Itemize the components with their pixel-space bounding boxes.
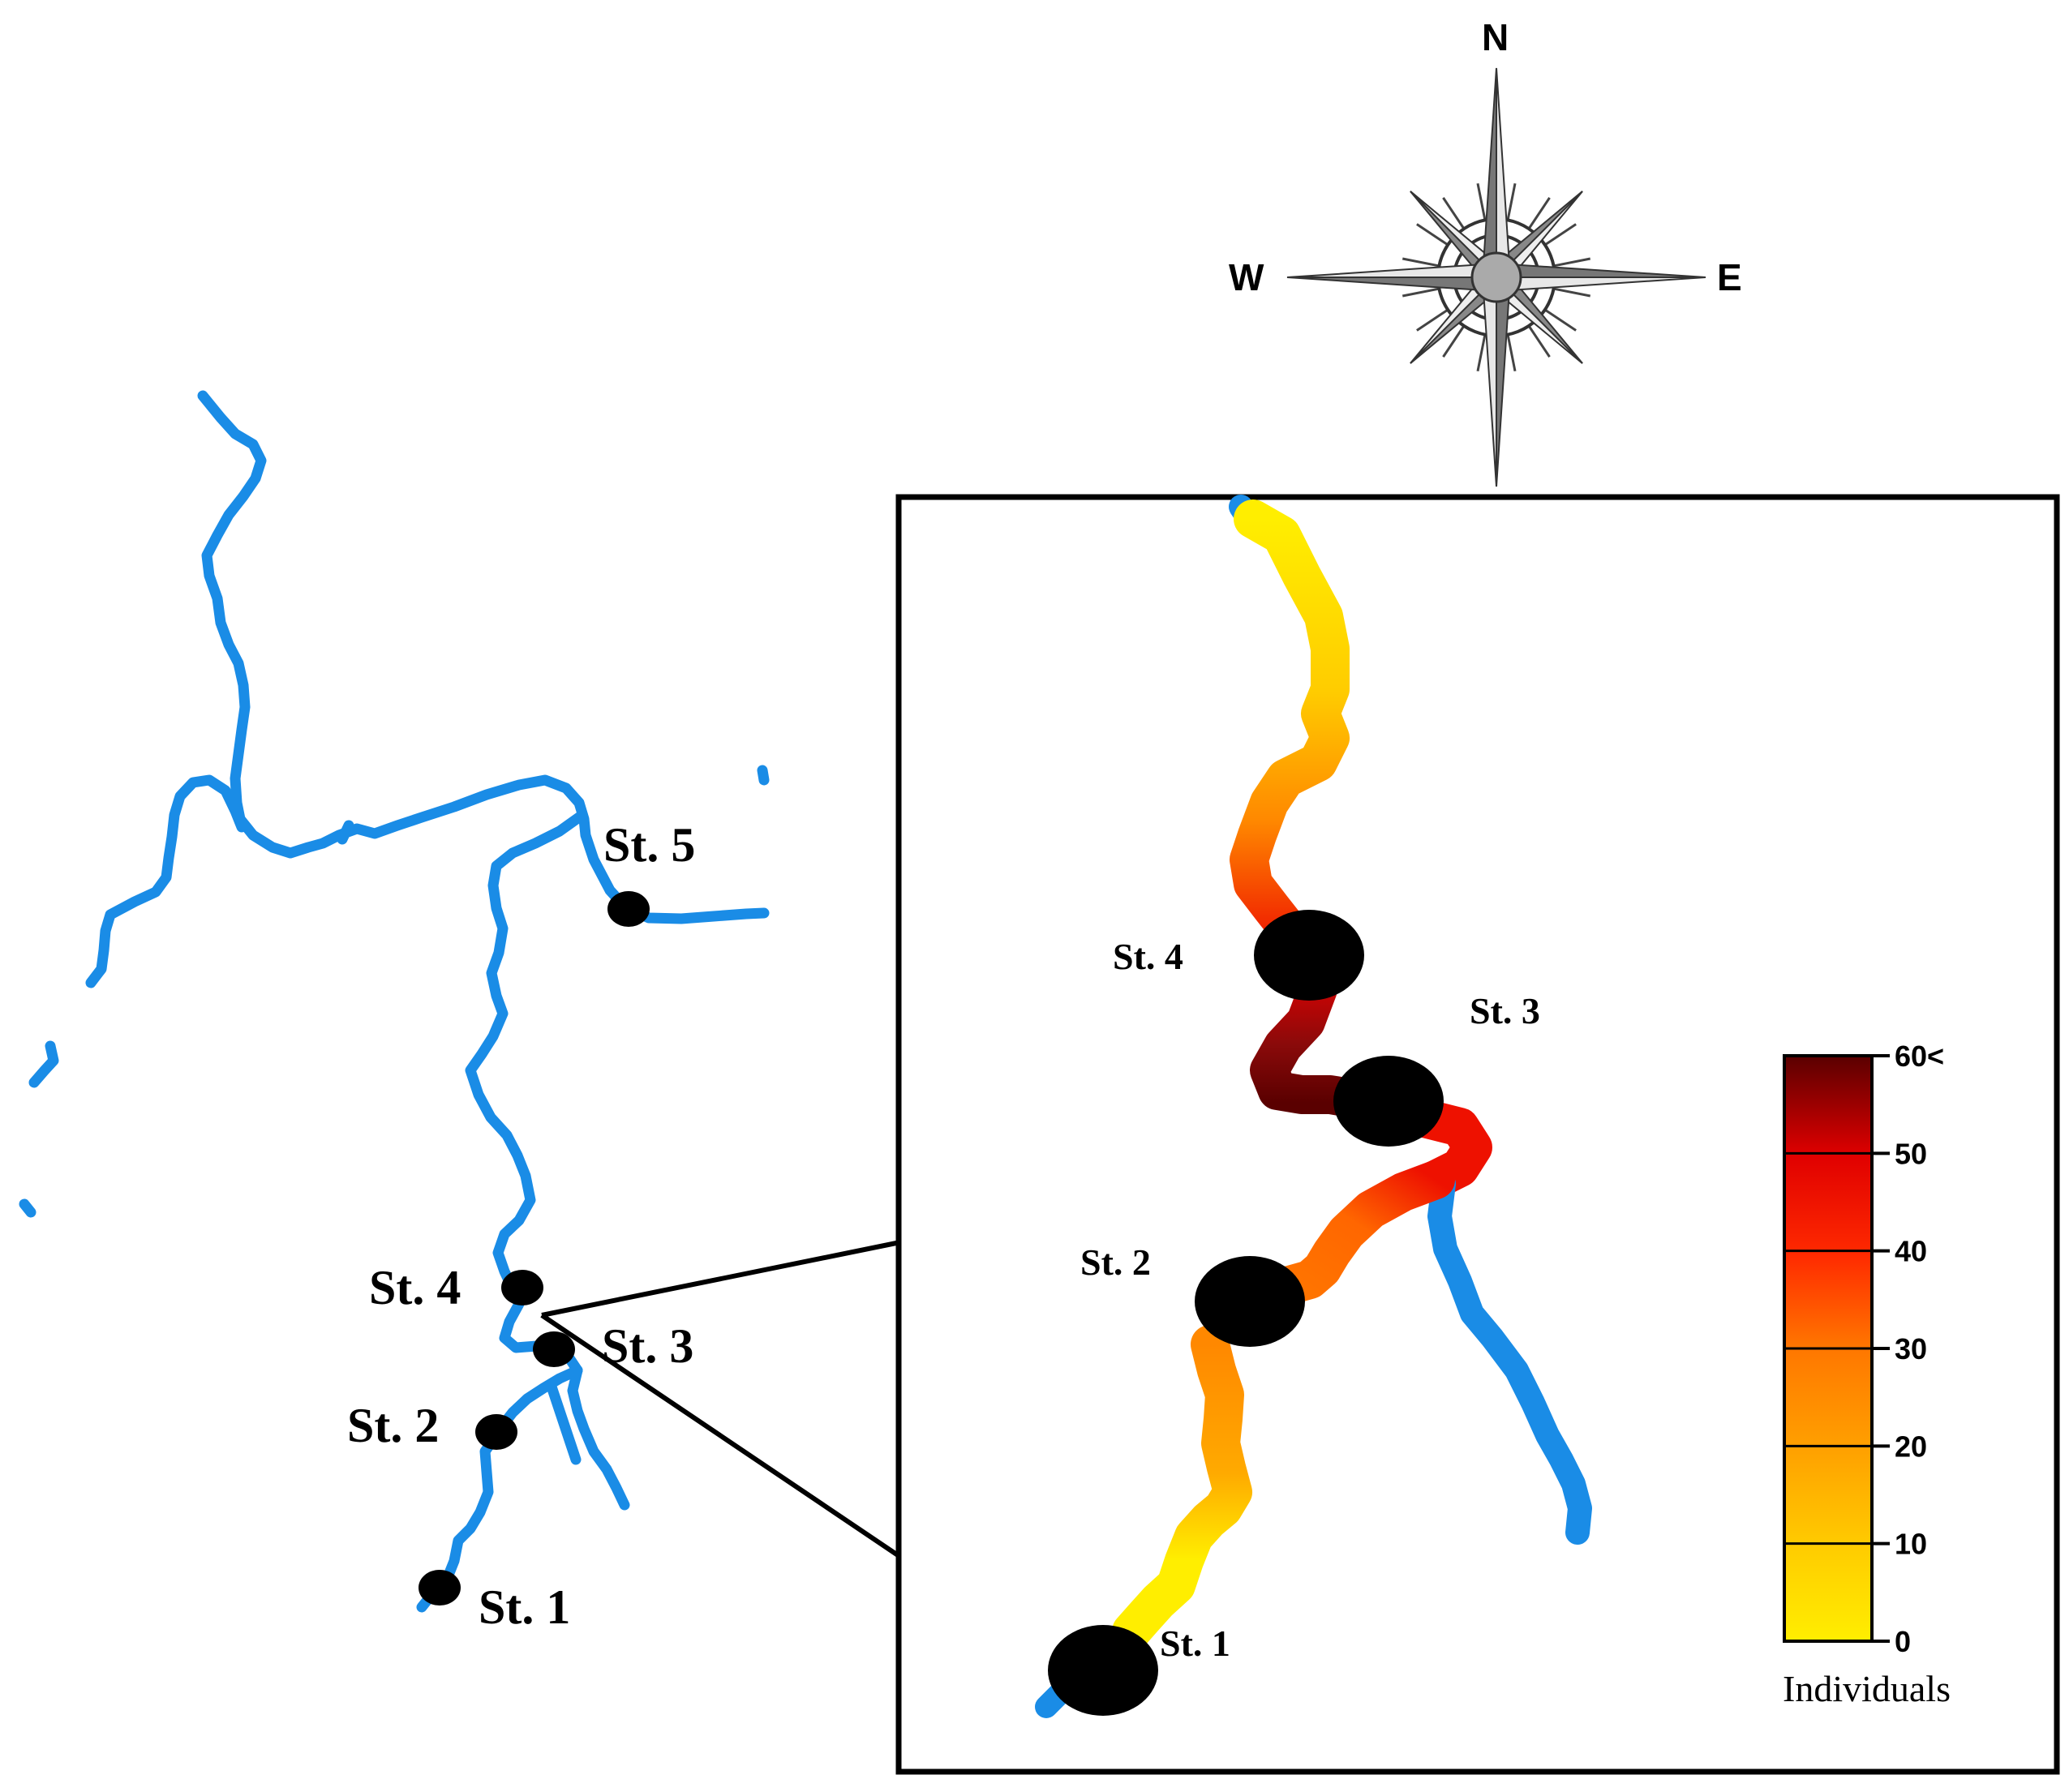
overview-map [19,390,770,1613]
compass-south-point [1482,275,1497,487]
compass-minor-ray [1416,223,1449,247]
compass-minor-ray [1442,325,1466,358]
overview-station-st1-marker [419,1570,461,1606]
zoom-connector-lower [540,1313,902,1559]
river-overview-fragment-west-2 [19,1198,36,1218]
inset-label-st4: St. 4 [1113,936,1183,977]
overview-station-st2-marker [475,1414,517,1450]
compass-minor-ray [1527,197,1551,229]
compass-minor-rays [1402,182,1591,372]
compass-minor-ray [1544,308,1577,332]
compass-minor-ray [1476,182,1487,221]
zoom-connector-upper [541,1240,901,1318]
legend-tick-label: 20 [1895,1430,1927,1463]
river-overview-north-branch [197,390,267,825]
compass-minor-ray [1476,334,1487,372]
compass-minor-ray [1442,197,1466,229]
compass-center-hub [1470,251,1522,303]
overview-station-st3-marker [533,1331,575,1367]
compass-minor-ray [1506,182,1517,221]
river-overview-stub [337,820,354,845]
zoom-connector [540,1240,902,1559]
legend-tick-label: 30 [1895,1332,1927,1365]
compass-minor-ray [1553,257,1591,268]
compass-south-point-shade [1496,275,1511,487]
river-overview-edge-fragment-1 [757,765,770,786]
legend-tick-label: 60< [1895,1040,1944,1073]
inset-stations [1048,910,1444,1716]
compass-east-label: E [1717,256,1742,298]
compass-east-point-shade [1494,263,1706,278]
river-overview-east-tributary [567,1365,630,1511]
compass-minor-ray [1544,223,1577,247]
overview-station-st5-marker [607,891,650,927]
inset-station-st2-marker [1195,1256,1305,1347]
inset-station-st1-marker [1048,1625,1158,1716]
overview-station-labels: St. 5 St. 4 St. 3 St. 2 St. 1 [347,818,695,1634]
compass-minor-ray [1506,334,1517,372]
overview-label-st1: St. 1 [479,1580,570,1634]
legend-tick-label: 10 [1895,1528,1927,1561]
legend-tick-label: 50 [1895,1137,1927,1170]
compass-north-point-shade [1482,67,1497,280]
compass-west-point [1286,263,1499,278]
compass-west-point-shade [1286,277,1499,292]
overview-station-st4-marker [501,1270,543,1305]
river-overview-fragment-west-1 [28,1040,59,1088]
compass-minor-ray [1553,287,1591,298]
compass-minor-ray [1416,308,1449,332]
river-overview-south-stem [465,809,588,1291]
compass-east-point [1494,277,1706,292]
compass-minor-ray [1527,325,1551,358]
inset-river-st2-st1 [1112,1325,1252,1651]
legend-tick-label: 40 [1895,1235,1927,1268]
overview-label-st5: St. 5 [603,818,695,872]
river-overview-west-branch [85,774,247,988]
compass-north-point [1496,67,1511,280]
inset-label-st2: St. 2 [1080,1241,1151,1283]
river-overview-minor-tributary [546,1381,582,1465]
compass-north-label: N [1482,16,1509,58]
legend-title: Individuals [1783,1668,1951,1709]
inset-label-st1: St. 1 [1160,1623,1230,1664]
inset-river-east-tributary [1427,1172,1592,1545]
legend: 0 10 20 30 40 50 60< Individuals [1783,1040,1951,1709]
compass-west-label: W [1229,256,1264,298]
compass-minor-ray [1402,287,1440,298]
compass-minor-ray [1402,257,1440,268]
inset-station-labels: St. 4 St. 3 St. 2 St. 1 [1080,936,1540,1664]
overview-stations [419,891,650,1606]
overview-label-st2: St. 2 [347,1399,439,1452]
legend-tick-label: 0 [1895,1625,1911,1658]
overview-label-st4: St. 4 [369,1261,461,1314]
inset-station-st4-marker [1254,910,1364,1001]
legend-ticks: 0 10 20 30 40 50 60< [1784,1040,1944,1658]
inset-station-st3-marker [1333,1056,1444,1147]
compass-rose: N E W [1229,16,1742,487]
inset-river-upstream [1230,499,1350,970]
inset-label-st3: St. 3 [1470,990,1540,1031]
